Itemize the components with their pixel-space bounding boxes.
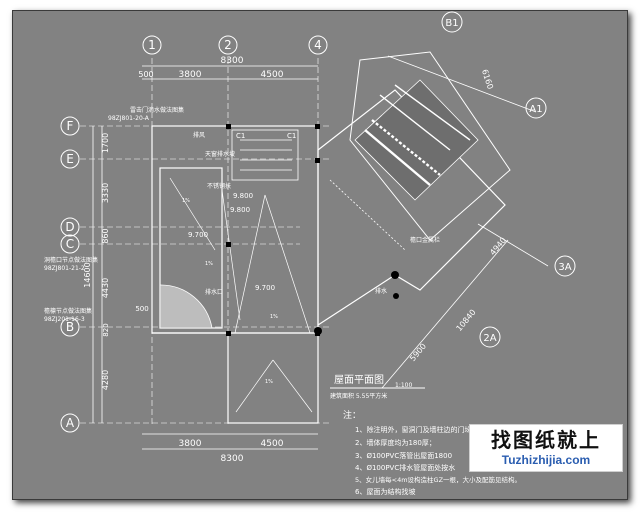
elev-d: 9.700 (255, 284, 275, 292)
note-3: 3、Ø100PVC落管出屋面1800 (355, 451, 452, 460)
dim-top-500: 500 (138, 70, 153, 79)
ref-top-label: 雷击门滴水做法图集 (130, 106, 184, 114)
note-6: 6、屋面为结构找坡 (355, 487, 415, 496)
roof-edge-label: 檐口金属栏 (410, 236, 440, 244)
dim-diag-5900: 5900 (408, 342, 428, 363)
dim-left-4430: 4430 (101, 278, 110, 298)
axis-label-B1: B1 (445, 18, 458, 29)
drawing-sheet (12, 10, 628, 500)
note-5: 5、女儿墙每<4m设构造柱GZ一根，大小及配筋见结构。 (355, 475, 521, 484)
c1-label-a: C1 (236, 132, 245, 140)
hatched-area (159, 284, 213, 329)
axis-label-1: 1 (148, 38, 156, 52)
c1-label-b: C1 (287, 132, 296, 140)
stair-note: 天窗排水坡 (205, 150, 235, 158)
axis-label-3A: 3A (558, 262, 571, 273)
notes-heading: 注： (343, 409, 361, 421)
dim-bottom-4500: 4500 (261, 439, 284, 449)
dim-left-500: 500 (135, 305, 148, 313)
dim-left-820: 820 (102, 323, 110, 336)
cap-note: 不锈钢扶 (207, 182, 231, 190)
top-axis-bubbles (142, 35, 328, 55)
ref-top-code: 98ZJ801-20-A (108, 115, 150, 122)
dim-bottom-3800: 3800 (179, 439, 202, 449)
axis-label-2A: 2A (483, 333, 496, 344)
plan-area-note: 建筑面积 5.55平方米 (330, 392, 387, 400)
drain-label: 排水 (375, 287, 387, 295)
axis-grid (80, 58, 330, 425)
elev-c: 9.700 (188, 231, 208, 239)
axis-label-B: B (66, 320, 74, 334)
dim-diag-10840: 10840 (454, 308, 477, 333)
outlet-label: 排水口 (205, 288, 223, 296)
ref-low-label: 檐檩节点做法图集 (44, 307, 92, 315)
dimension-lines (92, 55, 549, 450)
watermark-text: 找图纸就上 (491, 428, 601, 452)
stair-block (231, 129, 299, 181)
slope-4: 1% (265, 379, 273, 385)
slope-3: 1% (205, 261, 213, 267)
axis-label-C: C (66, 237, 74, 251)
dim-top-4500: 4500 (261, 70, 284, 80)
dim-diag-4940: 4940 (488, 236, 508, 257)
watermark-badge: 找图纸就上 Tuzhizhijia.com (469, 424, 623, 472)
ref-mid-code: 98ZJ801-21-2 (44, 265, 85, 272)
dim-top-total: 8300 (221, 56, 244, 66)
axis-label-2: 2 (224, 38, 232, 52)
dim-left-860: 860 (101, 228, 110, 243)
ref-mid-label: 洞檐口节点做法图集 (44, 256, 98, 264)
elev-a: 9.800 (233, 192, 253, 200)
axis-label-E: E (66, 152, 74, 166)
slope-2: 1% (270, 314, 278, 320)
dim-bottom-total: 8300 (221, 454, 244, 464)
rotated-wing (329, 51, 511, 251)
dim-left-3330: 3330 (101, 183, 110, 203)
note-2: 2、墙体厚度均为180厚； (355, 438, 436, 447)
note-1: 1、除注明外，窗洞门及墙柱边的门垛，其窗口的尺寸均为120MM； (355, 425, 567, 434)
roof-ridge-lines (169, 177, 313, 413)
elev-b: 9.800 (230, 206, 250, 214)
columns (226, 124, 399, 336)
axis-label-D: D (65, 220, 74, 234)
dim-diag-6160: 6160 (480, 68, 495, 90)
slope-1: 1% (182, 198, 190, 204)
gutter-label: 排风 (193, 131, 205, 139)
axis-label-A1: A1 (529, 104, 542, 115)
plan-scale: 1:100 (395, 382, 412, 389)
dim-left-total: 14600 (83, 262, 92, 287)
left-axis-bubbles (60, 116, 80, 433)
axis-label-4: 4 (314, 38, 322, 52)
dim-top-3800: 3800 (179, 70, 202, 80)
ref-low-code: 98ZJ201-16-3 (44, 316, 85, 323)
diagonal-axis-bubbles (441, 11, 576, 348)
dim-left-1700: 1700 (101, 133, 110, 153)
watermark-url: Tuzhizhijia.com (501, 453, 591, 467)
axis-label-A: A (66, 416, 75, 430)
note-4: 4、Ø100PVC排水管屋面处按水 (355, 463, 455, 472)
plan-title: 屋面平面图 (334, 374, 384, 386)
dim-left-4280: 4280 (101, 370, 110, 390)
axis-label-F: F (67, 119, 74, 133)
